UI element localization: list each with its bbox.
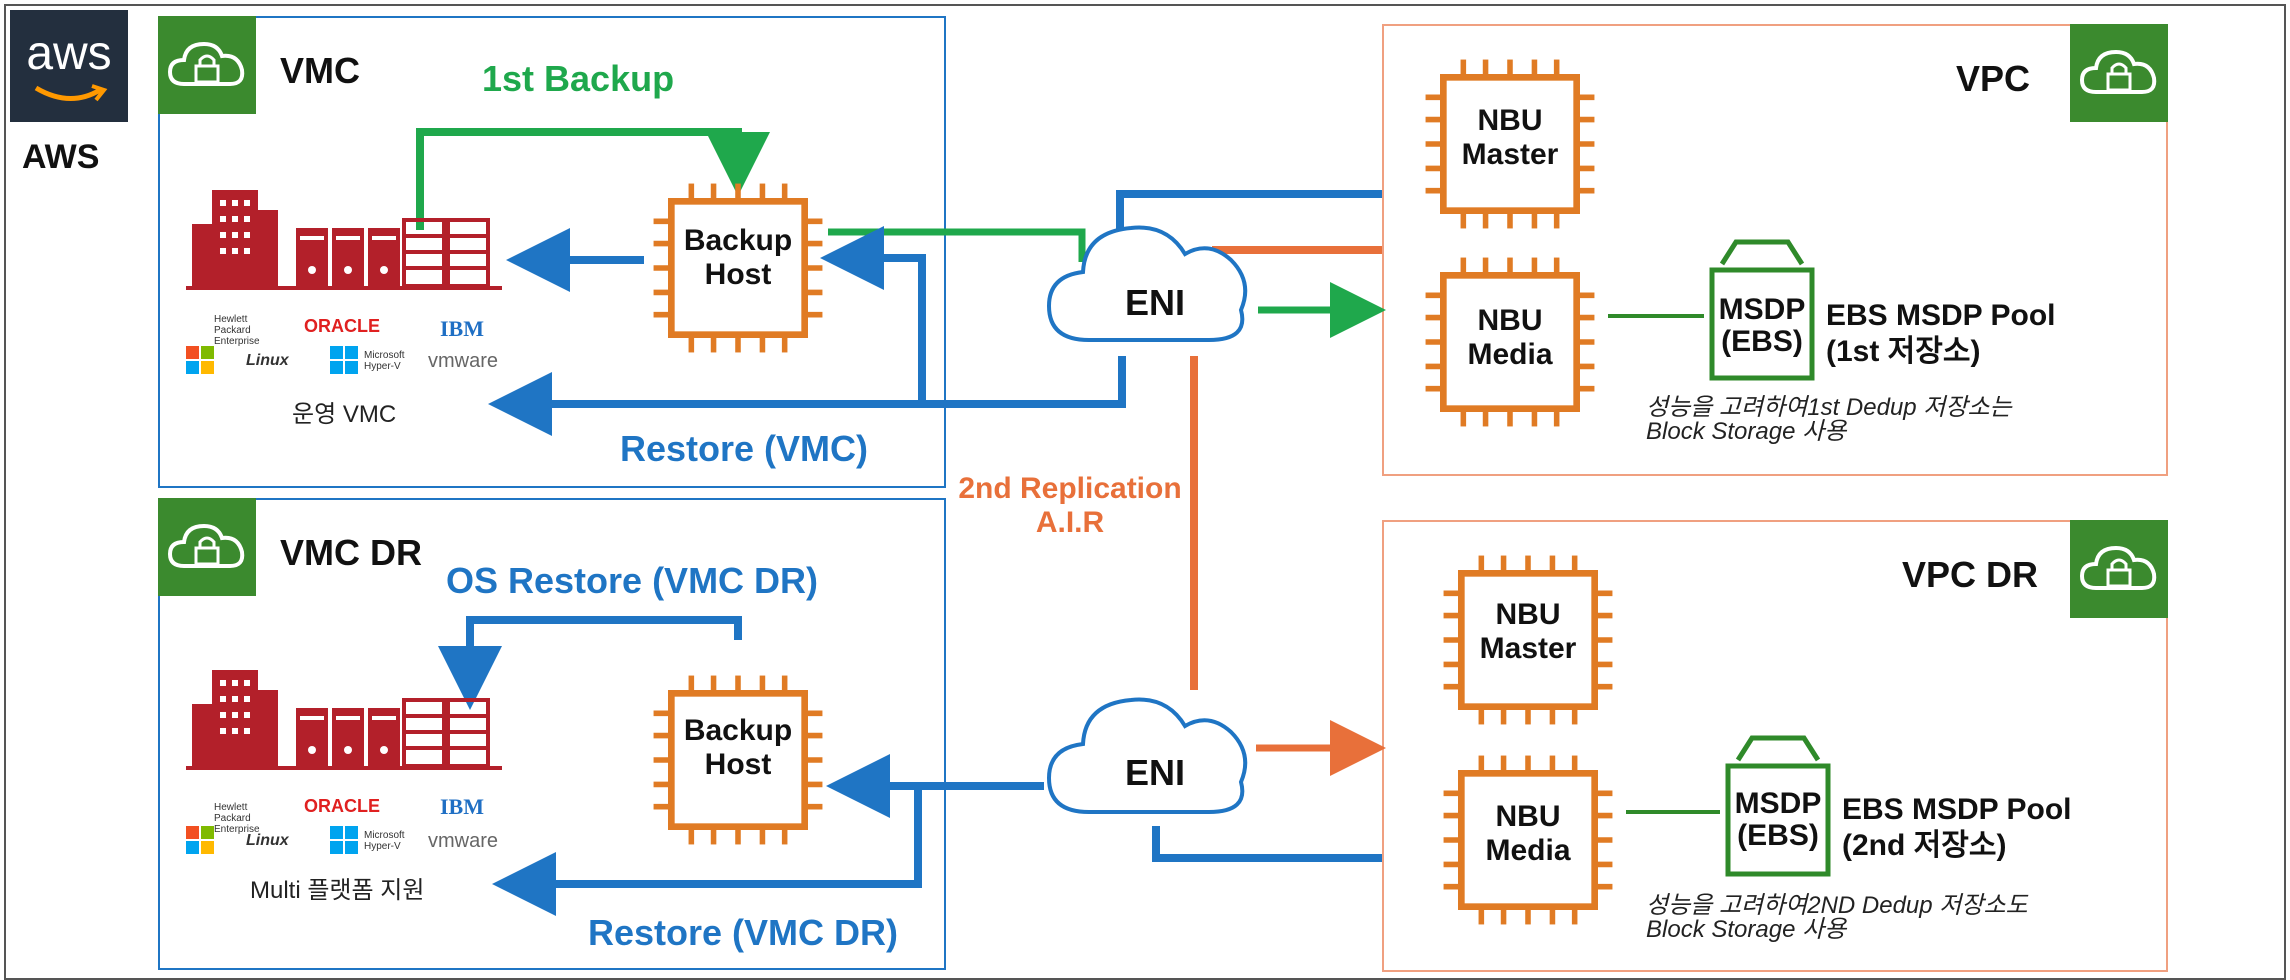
windows-icon-dr [186, 826, 214, 854]
vmc-title: VMC [280, 50, 360, 91]
outer-frame [4, 4, 2286, 980]
second-pool-line1: EBS MSDP Pool [1842, 793, 2072, 826]
replication-line2: A.I.R [1035, 506, 1105, 539]
second-pool-line2: (2nd 저장소) [1842, 829, 2007, 862]
vmc-dr-caption: Multi 플랫폼 지원 [250, 877, 425, 904]
aws-label: AWS [22, 138, 100, 176]
vmc-group [158, 16, 946, 488]
hpe-logo: Hewlett Packard Enterprise [214, 314, 260, 347]
restore-to-backuphost-arrow [820, 226, 926, 404]
dr-nbu-master-line2: Master [1479, 632, 1577, 665]
first-backup-label: 1st Backup [482, 58, 675, 99]
eni-label: ENI [1124, 282, 1185, 323]
restore-vmc-dr-arrow [492, 786, 922, 916]
oracle-logo-dr: ORACLE [304, 796, 380, 816]
vmc-caption: 운영 VMC [292, 401, 397, 428]
dr-msdp-line1: MSDP [1734, 787, 1822, 820]
first-pool-line1: EBS MSDP Pool [1826, 299, 2056, 332]
ibm-logo-dr: IBM [440, 794, 484, 819]
vpc-dr-title: VPC DR [1902, 554, 2039, 595]
vpc-cloud-lock-icon [2070, 24, 2168, 122]
nbu-media-line1: NBU [1477, 304, 1543, 337]
os-restore-label: OS Restore (VMC DR) [446, 560, 819, 601]
dr-nbu-media-line1: NBU [1495, 800, 1561, 833]
vpc-msdp-label: MSDP(EBS) [1706, 294, 1818, 358]
nbu-master-line1: NBU [1477, 104, 1543, 137]
aws-logo-text: aws [26, 27, 112, 80]
vmc-dr-cloud-lock-icon [158, 498, 256, 596]
restore-vmc-label: Restore (VMC) [620, 428, 869, 469]
eni-dr-label: ENI [1124, 752, 1185, 793]
restore-vmc-dr-label: Restore (VMC DR) [588, 912, 899, 953]
vmc-cloud-lock-icon [158, 16, 256, 114]
second-note-line1: 성능을 고려하여2ND Dedup 저장소도 [1646, 892, 2028, 919]
replication-line1: 2nd Replication [958, 472, 1182, 505]
backup-to-eni-line [828, 228, 1086, 262]
dr-nbu-media-line2: Media [1485, 834, 1571, 867]
restore-vmc-arrow [488, 356, 1126, 436]
dr-msdp-line2: (EBS) [1737, 819, 1819, 852]
os-restore-arrow [438, 616, 742, 710]
hpe-logo-dr: Hewlett Packard Enterprise [214, 802, 260, 835]
hyperv-logo: Microsoft Hyper-V [364, 350, 405, 372]
backup-host-line1: Backup [683, 224, 793, 257]
first-pool-label: EBS MSDP Pool(1st 저장소) [1826, 298, 2055, 370]
nbu-master-line2: Master [1461, 138, 1559, 171]
vmware-logo: vmware [428, 350, 499, 372]
nbu-media-line2: Media [1467, 338, 1553, 371]
linux-logo: Linux [246, 352, 289, 369]
aws-smile-icon [34, 84, 108, 102]
vpc-dr-cloud-lock-icon [2070, 520, 2168, 618]
vmware-logo-dr: vmware [428, 830, 499, 852]
oracle-logo: ORACLE [304, 316, 380, 336]
vpc-title: VPC [1956, 58, 2031, 99]
vmc-servers-icon [186, 190, 502, 290]
second-pool-label: EBS MSDP Pool(2nd 저장소) [1842, 792, 2071, 864]
vpc-dr-msdp-label: MSDP(EBS) [1722, 788, 1834, 852]
master-to-eni-line [1116, 190, 1382, 236]
second-note-line2: Block Storage 사용 [1646, 916, 1847, 943]
media-dr-to-eni-line [1152, 826, 1382, 862]
first-pool-line2: (1st 저장소) [1826, 335, 1981, 368]
backup-host-line2: Host [704, 258, 772, 291]
dr-nbu-master-line1: NBU [1495, 598, 1561, 631]
vmc-dr-title: VMC DR [280, 532, 422, 573]
windows-icon [186, 346, 214, 374]
hyperv-icon-dr [330, 826, 358, 854]
vpc-group [1382, 24, 2168, 476]
vmc-dr-group [158, 498, 946, 970]
vmc-dr-servers-icon [186, 670, 502, 770]
hyperv-icon [330, 346, 358, 374]
hyperv-logo-dr: Microsoft Hyper-V [364, 830, 405, 852]
ibm-logo: IBM [440, 316, 484, 341]
first-note-line2: Block Storage 사용 [1646, 418, 1847, 445]
first-note-line1: 성능을 고려하여1st Dedup 저장소는 [1646, 394, 2012, 421]
msdp-line2: (EBS) [1721, 325, 1803, 358]
msdp-line1: MSDP [1718, 293, 1806, 326]
aws-logo: aws [10, 10, 128, 122]
linux-logo-dr: Linux [246, 832, 289, 849]
dr-backup-host-line2: Host [704, 748, 772, 781]
dr-backup-host-line1: Backup [683, 714, 793, 747]
first-backup-arrow [416, 128, 770, 230]
